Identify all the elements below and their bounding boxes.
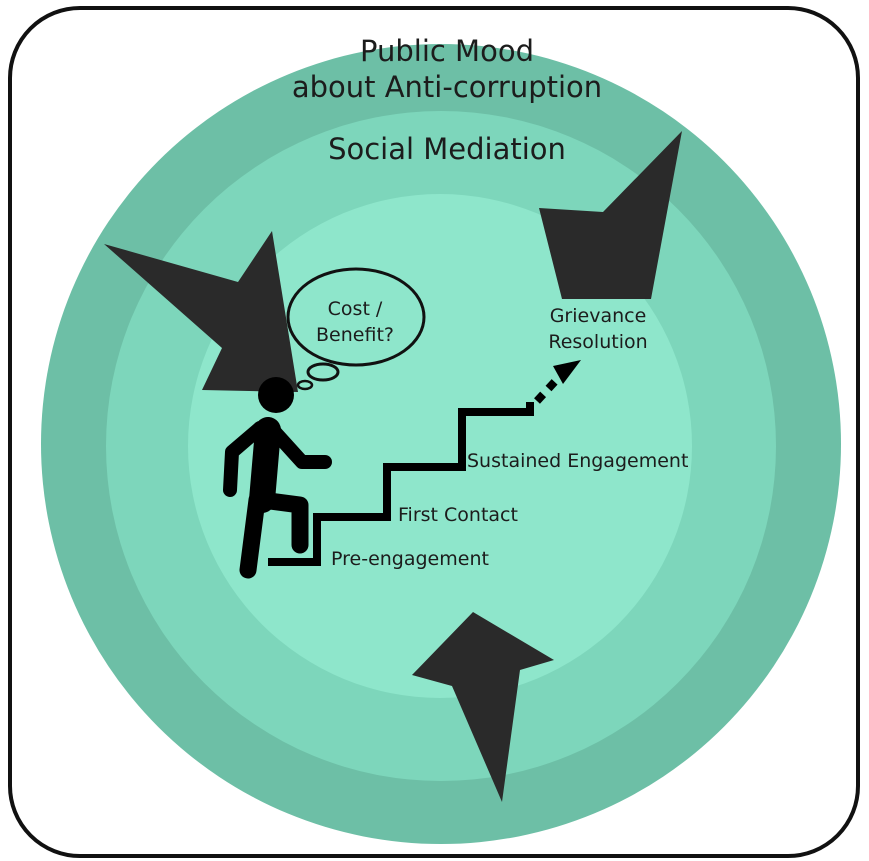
staircase-arrowhead-icon (553, 360, 581, 384)
stage-label-sustained-engagement: Sustained Engagement (467, 450, 688, 472)
thought-bubble-dot-small (296, 379, 314, 391)
arrow-top-left-icon (104, 231, 298, 392)
staircase-icon (268, 402, 534, 566)
outer-ring-title-line1: Public Mood (360, 34, 534, 68)
thought-bubble-text-line2: Benefit? (316, 324, 394, 346)
thought-bubble-text-line1: Cost / (328, 298, 383, 320)
goal-label-line2: Resolution (548, 331, 647, 353)
stage-label-first-contact: First Contact (398, 504, 518, 526)
middle-ring-title: Social Mediation (328, 132, 566, 166)
person-climbing-icon (223, 377, 332, 579)
arrow-bottom-icon (412, 612, 554, 802)
goal-label-line1: Grievance (550, 305, 647, 327)
outer-ring-title-line2: about Anti-corruption (292, 70, 602, 104)
thought-bubble-dot-large (306, 362, 340, 382)
staircase-dotted-path (534, 373, 563, 404)
stage-label-pre-engagement: Pre-engagement (331, 548, 489, 570)
arrow-top-right-icon (539, 131, 682, 299)
thought-bubble (286, 267, 426, 367)
